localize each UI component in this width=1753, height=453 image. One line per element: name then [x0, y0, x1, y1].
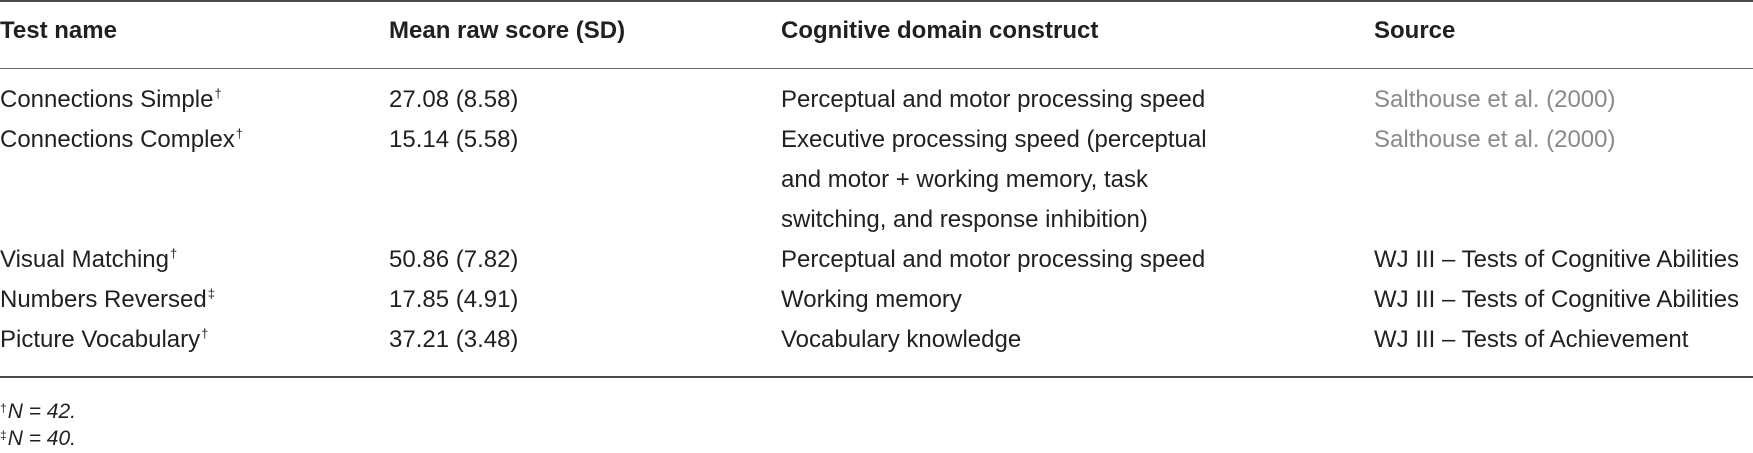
test-name-text: Picture Vocabulary — [0, 326, 201, 353]
test-name-text: Numbers Reversed — [0, 286, 207, 313]
footnote: ‡N = 40. — [0, 425, 76, 453]
table-row-mean-sd: 37.21 (3.48) — [389, 326, 519, 353]
footnote-mark: † — [235, 126, 244, 141]
table-row-construct: Perceptual and motor processing speed — [781, 86, 1206, 113]
footnote-text: N = 40. — [7, 427, 76, 450]
footnote-mark: ‡ — [207, 286, 215, 301]
table-row-construct: Vocabulary knowledge — [781, 326, 1022, 353]
table-row-mean-sd: 50.86 (7.82) — [389, 246, 519, 273]
table-row-test-name: Picture Vocabulary† — [0, 320, 208, 360]
footnote-mark: † — [214, 86, 222, 101]
header-test-name: Test name — [0, 17, 117, 44]
table-row-test-name: Visual Matching† — [0, 240, 177, 280]
test-name-text: Visual Matching — [0, 246, 169, 273]
header-source: Source — [1374, 17, 1456, 44]
table-row-test-name: Connections Complex† — [0, 120, 243, 160]
table-row-mean-sd: 17.85 (4.91) — [389, 286, 519, 313]
footnote-text: N = 42. — [7, 400, 76, 423]
table-row-construct: Perceptual and motor processing speed — [781, 246, 1206, 273]
header-mean-raw-score: Mean raw score (SD) — [389, 17, 626, 44]
table-row-mean-sd: 27.08 (8.58) — [389, 86, 519, 113]
footnote: †N = 42. — [0, 398, 76, 426]
table-row-construct: Working memory — [781, 286, 962, 313]
table-row-test-name: Connections Simple† — [0, 80, 222, 120]
table-row-mean-sd: 15.14 (5.58) — [389, 126, 519, 153]
source-link[interactable]: Salthouse et al. (2000) — [1374, 86, 1616, 113]
table-row-source: WJ III – Tests of Achievement — [1374, 326, 1689, 353]
footnote-mark: † — [0, 401, 7, 415]
footnote-mark: ‡ — [0, 428, 7, 442]
test-name-text: Connections Simple — [0, 86, 214, 113]
test-name-text: Connections Complex — [0, 126, 235, 153]
table-row-construct: Executive processing speed (perceptual a… — [781, 126, 1207, 233]
table-row-source: WJ III – Tests of Cognitive Abilities — [1374, 246, 1740, 273]
table-row-source: WJ III – Tests of Cognitive Abilities — [1374, 286, 1740, 313]
header-cognitive-domain: Cognitive domain construct — [781, 17, 1099, 44]
table-bottom-rule — [0, 376, 1753, 378]
footnote-mark: † — [169, 246, 178, 261]
table-top-rule — [0, 0, 1753, 2]
source-link[interactable]: Salthouse et al. (2000) — [1374, 126, 1616, 153]
table-row-test-name: Numbers Reversed‡ — [0, 280, 215, 320]
header-rule — [0, 68, 1753, 69]
footnote-mark: † — [201, 326, 209, 341]
